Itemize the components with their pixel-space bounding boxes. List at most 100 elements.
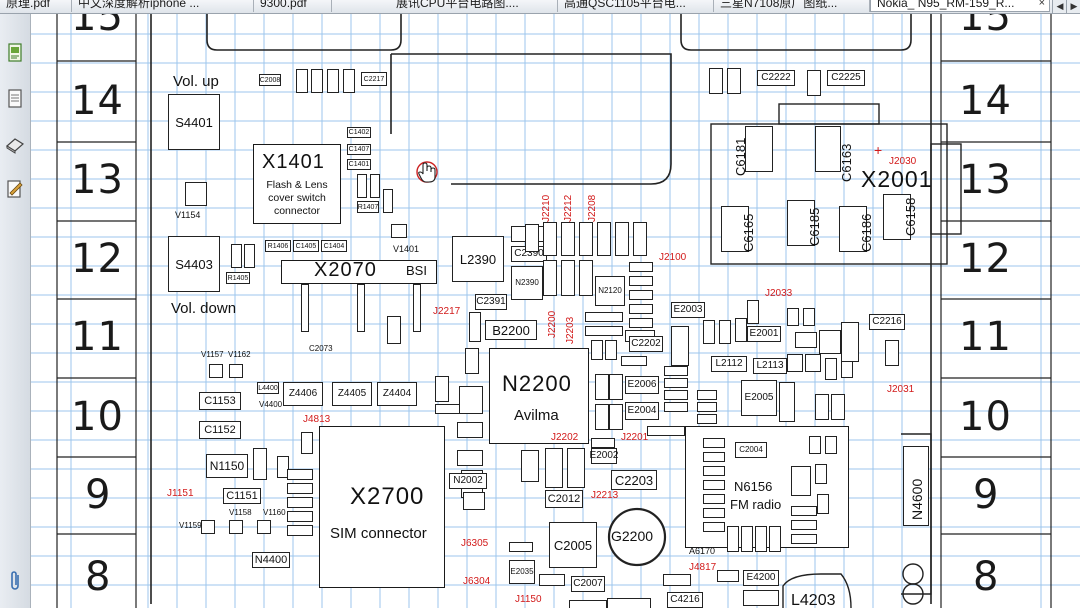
x1401-description: Flash & Lens cover switch connector (254, 179, 340, 218)
capacitor-c6180 (703, 452, 725, 462)
label-e2002: C6181 (733, 137, 748, 176)
resistor-l2102: C2008 (259, 74, 281, 86)
chip-n2200: N2200 Avilma (489, 348, 589, 444)
capacitor-c2211: C2012 (545, 490, 583, 508)
label-e2004: C6165 (741, 213, 756, 252)
signature-icon (7, 180, 23, 198)
connector (569, 600, 607, 608)
sim-connector-label: SIM connector (330, 525, 427, 542)
tab-spreadtrum[interactable]: 展讯CPU平台电路图.... (390, 0, 558, 12)
component-b2200: B2200 (485, 320, 537, 340)
row-number: 11 (959, 314, 1012, 360)
avilma-label: Avilma (514, 407, 559, 424)
row-number: 12 (959, 236, 1012, 282)
test-point-j2030: J2030 (889, 156, 917, 167)
chip-n4400: N4400 (252, 552, 290, 568)
diode-v1159 (201, 520, 215, 534)
connector-x1401: X1401 Flash & Lens cover switch connecto… (253, 144, 341, 224)
capacitor (609, 374, 623, 400)
x2001-title: X2001 (861, 166, 933, 192)
bookmark-icon (5, 138, 25, 154)
capacitor-c1155: C2007 (571, 576, 605, 592)
inductor-l2112: C2222 (757, 70, 795, 86)
chevron-right-icon: ▶ (1070, 1, 1078, 11)
inductor-l2113: C2225 (827, 70, 865, 86)
capacitor-c1407 (383, 189, 393, 213)
diode-v1157 (209, 364, 223, 378)
x2070-pin (301, 284, 309, 332)
capacitor-c2215 (435, 376, 449, 402)
component-e2003 (839, 206, 867, 252)
chip-n2120: N2120 (595, 276, 625, 306)
capacitor-c1157 (539, 574, 565, 586)
capacitor (629, 276, 653, 286)
capacitor-c6163 (703, 480, 725, 490)
tab-qualcomm[interactable]: 高通QSC1105平台电... (558, 0, 714, 12)
document-panel-button[interactable] (4, 88, 26, 110)
chip-n2001: E2003 (671, 302, 705, 318)
capacitor-c2225 (567, 448, 585, 488)
capacitor-c2005: L2113 (753, 358, 787, 374)
signatures-panel-button[interactable] (4, 178, 26, 200)
inductor-l2102b (579, 222, 593, 256)
inductor-l2390: L2390 (452, 236, 504, 282)
capacitor-c2217 (591, 438, 615, 448)
capacitor (787, 308, 799, 326)
resistor (825, 358, 837, 380)
capacitor (787, 354, 803, 372)
test-point-j2031: J2031 (887, 384, 915, 395)
inductor-l2114 (633, 222, 647, 256)
capacitor-c1151: C1151 (223, 488, 261, 504)
bsi-label: BSI (406, 263, 427, 278)
capacitor-c6165 (703, 522, 725, 532)
capacitor (459, 386, 483, 414)
component-e2006 (815, 126, 841, 172)
tab-label: 9300.pdf (260, 0, 307, 10)
component (743, 590, 779, 606)
capacitor (819, 330, 841, 354)
attachments-panel-button[interactable] (4, 570, 26, 592)
chip-n2031: E2006 (625, 376, 659, 394)
label-e2003: C6186 (859, 213, 874, 252)
test-point-j2212: J2212 (563, 194, 574, 222)
tab-nokia-n95[interactable]: Nokia_ N95_RM-159_R... × (870, 0, 1050, 12)
inductor-l2003 (885, 340, 899, 366)
inductor-l2103: C2217 (361, 72, 387, 86)
close-icon[interactable]: × (1038, 0, 1045, 9)
tab-iphone[interactable]: 中文深度解析iphone ... (72, 0, 254, 12)
test-point-marker: + (874, 142, 883, 158)
capacitor-c2202: C2202 (629, 336, 663, 352)
capacitor-c1408: R1406 (265, 240, 291, 252)
test-point-j2201: J2201 (621, 432, 649, 443)
resistor (735, 318, 747, 342)
capacitor (457, 450, 483, 466)
row-number: 9 (973, 472, 1000, 518)
row-number: 14 (959, 78, 1012, 124)
capacitor-c1152: C1152 (199, 421, 241, 439)
resistor-r2203 (664, 378, 688, 388)
tab-9300[interactable]: 9300.pdf (254, 0, 332, 12)
pdf-page-view[interactable]: 15 14 13 12 11 10 9 8 15 14 13 12 11 10 … (31, 14, 1080, 608)
capacitor (296, 69, 308, 93)
row-number: 15 (959, 14, 1012, 40)
capacitor (231, 244, 242, 268)
tab-scroll-left-button[interactable]: ◀ (1052, 0, 1067, 13)
tab-yuanli[interactable]: 原理.pdf (0, 0, 72, 12)
label-v1157: V1157 (201, 350, 224, 359)
label-e2006: C6163 (839, 143, 854, 182)
component-e2035: C2216 (869, 314, 905, 330)
label-v1158: V1158 (229, 508, 252, 517)
tab-label: Nokia_ N95_RM-159_R... (877, 0, 1015, 10)
capacitor (741, 526, 753, 552)
diode-v1162 (229, 364, 243, 378)
pages-panel-button[interactable] (4, 42, 26, 64)
tab-scroll-right-button[interactable]: ▶ (1066, 0, 1080, 13)
tab-samsung[interactable]: 三星N7108原厂图纸... (714, 0, 870, 12)
capacitor-c1153: C1153 (199, 392, 241, 410)
capacitor (287, 525, 313, 536)
resistor-r1407: R1407 (357, 201, 379, 213)
capacitor-c2003 (697, 414, 717, 424)
bookmarks-panel-button[interactable] (4, 134, 26, 156)
capacitor (817, 494, 829, 514)
row-number: 8 (973, 554, 1000, 600)
